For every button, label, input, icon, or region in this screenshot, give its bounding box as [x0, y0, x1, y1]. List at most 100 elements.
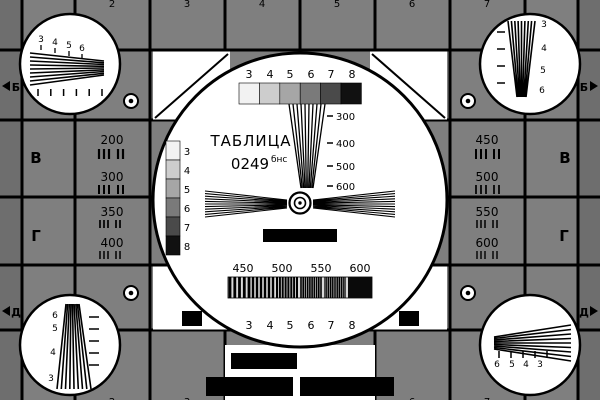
corner-digit: 5: [52, 324, 58, 334]
definition-bars: [476, 220, 498, 228]
scale-digit: 3: [246, 68, 253, 81]
row-letters-right: Б В Г Д: [559, 81, 598, 319]
left-grayscale-strip: [165, 140, 181, 256]
corner-circle-outline: [478, 293, 582, 397]
corner-wedge: [507, 20, 536, 98]
definition-bars: [97, 149, 125, 159]
top-edge-numbers: 2 3 4 5 6 7: [109, 0, 490, 10]
edge-number: 7: [484, 0, 490, 10]
burst-scale-value: 450: [233, 262, 254, 275]
gray-step: [165, 178, 181, 199]
definition-bars: [99, 251, 121, 259]
bottom-grayscale-labels: 3 4 5 6 7 8: [246, 319, 356, 332]
scale-digit: 7: [328, 68, 335, 81]
bullseye-dot: [465, 98, 471, 104]
scale-digit: 6: [184, 204, 190, 215]
wedge-scale-value: 500: [336, 162, 355, 173]
bullseye-inner-ring: [293, 196, 307, 210]
corner-digit: 4: [52, 38, 58, 48]
edge-number: 2: [109, 397, 115, 400]
corner-digit: 6: [539, 86, 545, 96]
definition-bars: [476, 251, 498, 259]
left-edge-strip: [0, 0, 22, 400]
bullseye-top-left: [123, 93, 139, 109]
gray-step: [165, 235, 181, 256]
corner-wedge: [29, 52, 105, 86]
vertical-resolution-wedge: [288, 103, 326, 189]
scale-digit: 3: [246, 319, 253, 332]
corner-digit: 3: [48, 374, 54, 384]
edge-number: 6: [409, 0, 415, 10]
corner-digit: 4: [541, 44, 547, 54]
row-letter: Д: [579, 306, 589, 319]
right-frequency-panel: 450 500 550 600: [475, 133, 500, 259]
definition-bars: [99, 220, 121, 228]
wedge-scale-value: 300: [336, 112, 355, 123]
row-letter: Б: [12, 81, 20, 94]
corner-digit: 6: [79, 44, 85, 54]
bullseye-dot: [298, 201, 302, 205]
corner-digit: 6: [52, 311, 58, 321]
edge-number: 7: [484, 397, 490, 400]
burst-strip: [227, 276, 373, 299]
left-frequency-panel: 200 300 350 400: [97, 133, 125, 259]
scale-digit: 7: [184, 223, 190, 234]
frequency-value: 500: [476, 170, 499, 184]
corner-wedge: [493, 324, 572, 362]
bullseye-bottom-left: [123, 285, 139, 301]
corner-digit: 3: [38, 35, 44, 45]
gray-step: [340, 82, 362, 105]
corner-ticks: [498, 351, 548, 358]
burst-segment: [300, 277, 322, 298]
bullseye-dot: [128, 290, 134, 296]
card-title: ТАБЛИЦА: [209, 132, 291, 150]
bottom-bar-small: [231, 353, 297, 369]
corner-digit: 4: [50, 348, 56, 358]
bullseye-dot: [465, 290, 471, 296]
right-arrow-icon: [590, 81, 598, 91]
gray-step: [165, 140, 181, 161]
gray-step: [320, 82, 342, 105]
left-grayscale-labels: 3 4 5 6 7 8: [184, 147, 190, 253]
definition-bars: [475, 185, 500, 194]
burst-segment: [324, 277, 346, 298]
corner-ticks: [89, 316, 99, 366]
frequency-value: 200: [101, 133, 124, 147]
scale-digit: 4: [184, 166, 190, 177]
bullseye-bottom-right: [460, 285, 476, 301]
row-letter: В: [30, 149, 41, 167]
wedge-scale-value: 600: [336, 182, 355, 193]
corner-digit: 5: [540, 66, 546, 76]
card-number: 0249: [231, 155, 269, 173]
frequency-value: 400: [101, 236, 124, 250]
row-letter: Г: [559, 227, 569, 245]
left-arrow-icon: [2, 306, 10, 316]
gray-step: [299, 82, 321, 105]
frequency-value: 600: [476, 236, 499, 250]
corner-digit: 5: [509, 360, 515, 370]
burst-scale-value: 550: [311, 262, 332, 275]
card-number-suffix: бнс: [271, 155, 287, 165]
gray-step: [165, 197, 181, 218]
corner-digit: 4: [523, 360, 529, 370]
edge-number: 3: [184, 397, 190, 400]
top-grayscale-strip: [238, 82, 362, 105]
gray-step: [165, 216, 181, 237]
scale-digit: 4: [267, 319, 274, 332]
bottom-bar-right: [300, 377, 394, 396]
row-letter: Д: [11, 306, 21, 319]
corner-circle-top-right: 3 4 5 6: [478, 12, 582, 116]
burst-scale-labels: 450 500 550 600: [233, 262, 371, 275]
black-reference-bar: [263, 229, 337, 242]
burst-segment: [228, 277, 251, 298]
frequency-value: 300: [101, 170, 124, 184]
scale-digit: 5: [184, 185, 190, 196]
black-square-left: [182, 311, 202, 326]
wedge-scale-value: 400: [336, 139, 355, 150]
edge-number: 3: [184, 0, 190, 10]
row-letter: Б: [580, 81, 588, 94]
corner-circle-top-left: 3 4 5 6: [18, 12, 122, 116]
wedge-scale-labels: 300 400 500 600: [336, 112, 355, 193]
corner-digit: 3: [537, 360, 543, 370]
